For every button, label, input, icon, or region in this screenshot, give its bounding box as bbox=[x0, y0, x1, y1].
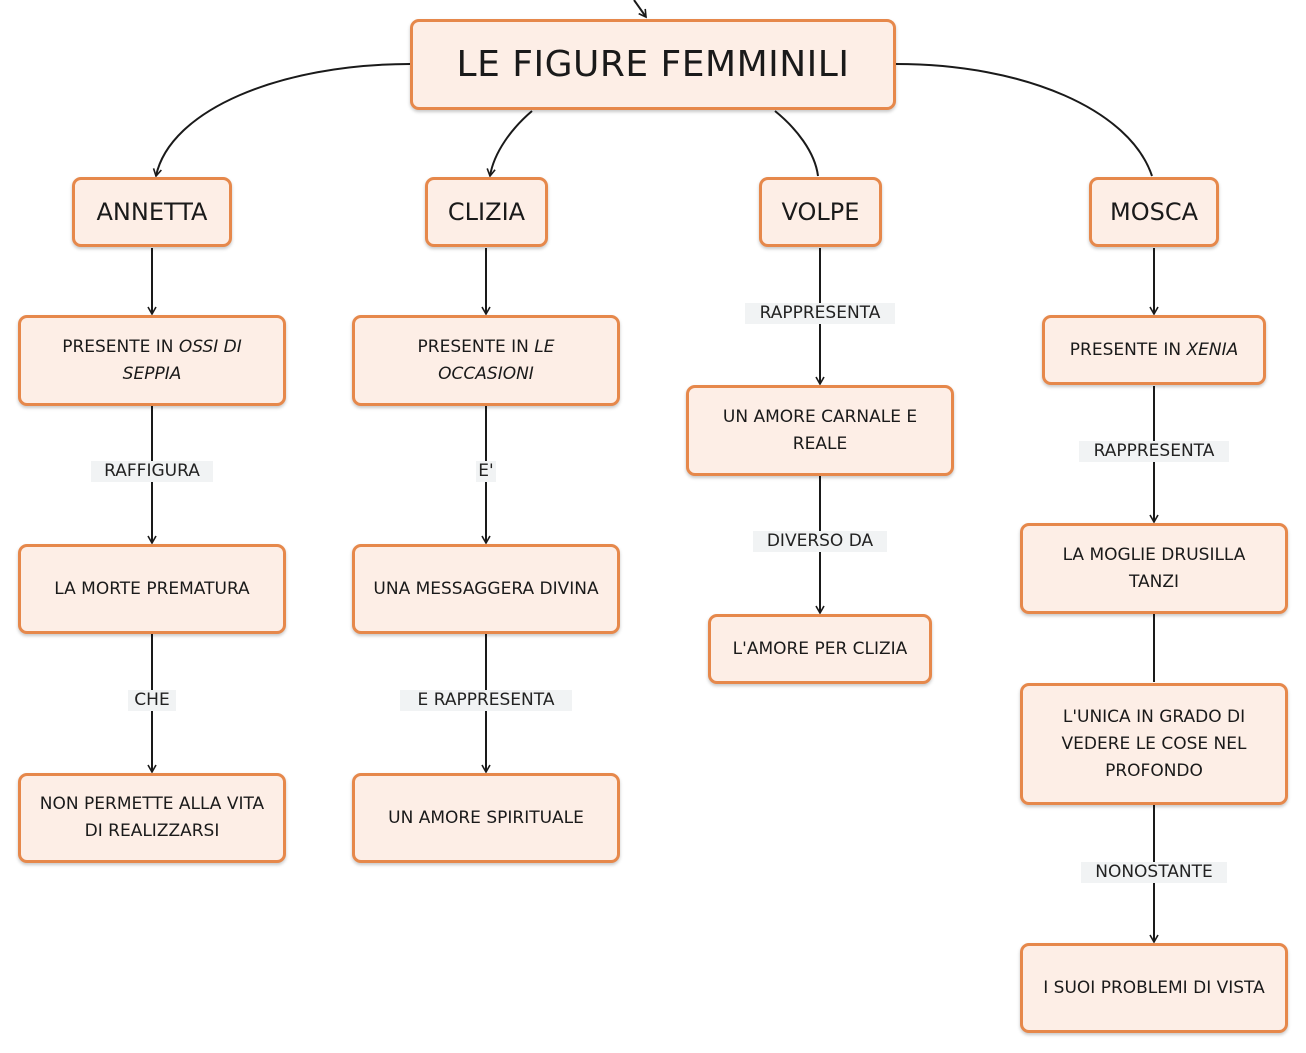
node-mosca-3[interactable]: L'UNICA IN GRADO DI VEDERE LE COSE NEL P… bbox=[1020, 683, 1288, 805]
node-clizia-2-text: UNA MESSAGGERA DIVINA bbox=[373, 578, 599, 599]
node-mosca-presence[interactable]: PRESENTE IN XENIA bbox=[1042, 315, 1266, 385]
connector-title-annetta bbox=[152, 63, 411, 178]
presence-prefix-text: PRESENTE IN bbox=[1069, 339, 1187, 360]
node-annetta-3-text: NON PERMETTE ALLA VITA DI REALIZZARSI bbox=[39, 794, 265, 841]
relation-label: RAFFIGURA bbox=[91, 461, 213, 482]
node-volpe-text: VOLPE bbox=[781, 198, 860, 226]
node-clizia-2[interactable]: UNA MESSAGGERA DIVINA bbox=[352, 544, 620, 634]
relation-label: E RAPPRESENTA bbox=[400, 690, 572, 711]
connector-title-mosca bbox=[895, 63, 1153, 177]
node-volpe-2[interactable]: L'AMORE PER CLIZIA bbox=[708, 614, 932, 684]
node-annetta-2[interactable]: LA MORTE PREMATURA bbox=[18, 544, 286, 634]
node-mosca-4-text: I SUOI PROBLEMI DI VISTA bbox=[1043, 977, 1265, 998]
node-volpe[interactable]: VOLPE bbox=[759, 177, 882, 247]
connector-title-clizia bbox=[486, 110, 533, 178]
work-title-text: XENIA bbox=[1186, 339, 1239, 360]
node-clizia-presence[interactable]: PRESENTE IN LE OCCASIONI bbox=[352, 315, 620, 406]
node-volpe-1-text: UN AMORE CARNALE E REALE bbox=[722, 406, 918, 454]
node-annetta-3[interactable]: NON PERMETTE ALLA VITA DI REALIZZARSI bbox=[18, 773, 286, 863]
incoming-connector bbox=[633, 0, 647, 19]
relation-label: CHE bbox=[128, 690, 176, 711]
relation-label: NONOSTANTE bbox=[1081, 862, 1227, 883]
node-clizia-text: CLIZIA bbox=[447, 198, 526, 226]
node-mosca[interactable]: MOSCA bbox=[1089, 177, 1219, 247]
presence-prefix-text: PRESENTE IN bbox=[417, 336, 535, 357]
connector-title-volpe bbox=[774, 110, 819, 177]
node-clizia-3[interactable]: UN AMORE SPIRITUALE bbox=[352, 773, 620, 863]
title-node[interactable]: LE FIGURE FEMMINILI bbox=[410, 19, 896, 110]
node-annetta-2-text: LA MORTE PREMATURA bbox=[54, 578, 250, 599]
node-clizia-3-text: UN AMORE SPIRITUALE bbox=[388, 807, 584, 828]
node-clizia[interactable]: CLIZIA bbox=[425, 177, 548, 247]
work-title-text: LE OCCASIONI bbox=[438, 336, 555, 384]
node-mosca-3-text: L'UNICA IN GRADO DI VEDERE LE COSE NEL P… bbox=[1061, 706, 1247, 781]
title-text: LE FIGURE FEMMINILI bbox=[456, 44, 850, 85]
node-annetta[interactable]: ANNETTA bbox=[72, 177, 232, 247]
node-volpe-1[interactable]: UN AMORE CARNALE E REALE bbox=[686, 385, 954, 476]
relation-label: DIVERSO DA bbox=[753, 531, 887, 552]
node-mosca-4[interactable]: I SUOI PROBLEMI DI VISTA bbox=[1020, 943, 1288, 1033]
relation-label: RAPPRESENTA bbox=[1079, 441, 1229, 462]
relation-label: E' bbox=[476, 461, 496, 482]
node-annetta-presence[interactable]: PRESENTE IN OSSI DI SEPPIA bbox=[18, 315, 286, 406]
node-mosca-text: MOSCA bbox=[1109, 198, 1198, 226]
work-title-text: OSSI DI SEPPIA bbox=[122, 336, 242, 384]
presence-prefix-text: PRESENTE IN bbox=[62, 336, 179, 357]
node-mosca-2-text: LA MOGLIE DRUSILLA TANZI bbox=[1062, 544, 1246, 592]
node-volpe-2-text: L'AMORE PER CLIZIA bbox=[732, 638, 908, 659]
relation-label: RAPPRESENTA bbox=[745, 303, 895, 324]
node-annetta-text: ANNETTA bbox=[96, 198, 208, 226]
node-mosca-2[interactable]: LA MOGLIE DRUSILLA TANZI bbox=[1020, 523, 1288, 614]
